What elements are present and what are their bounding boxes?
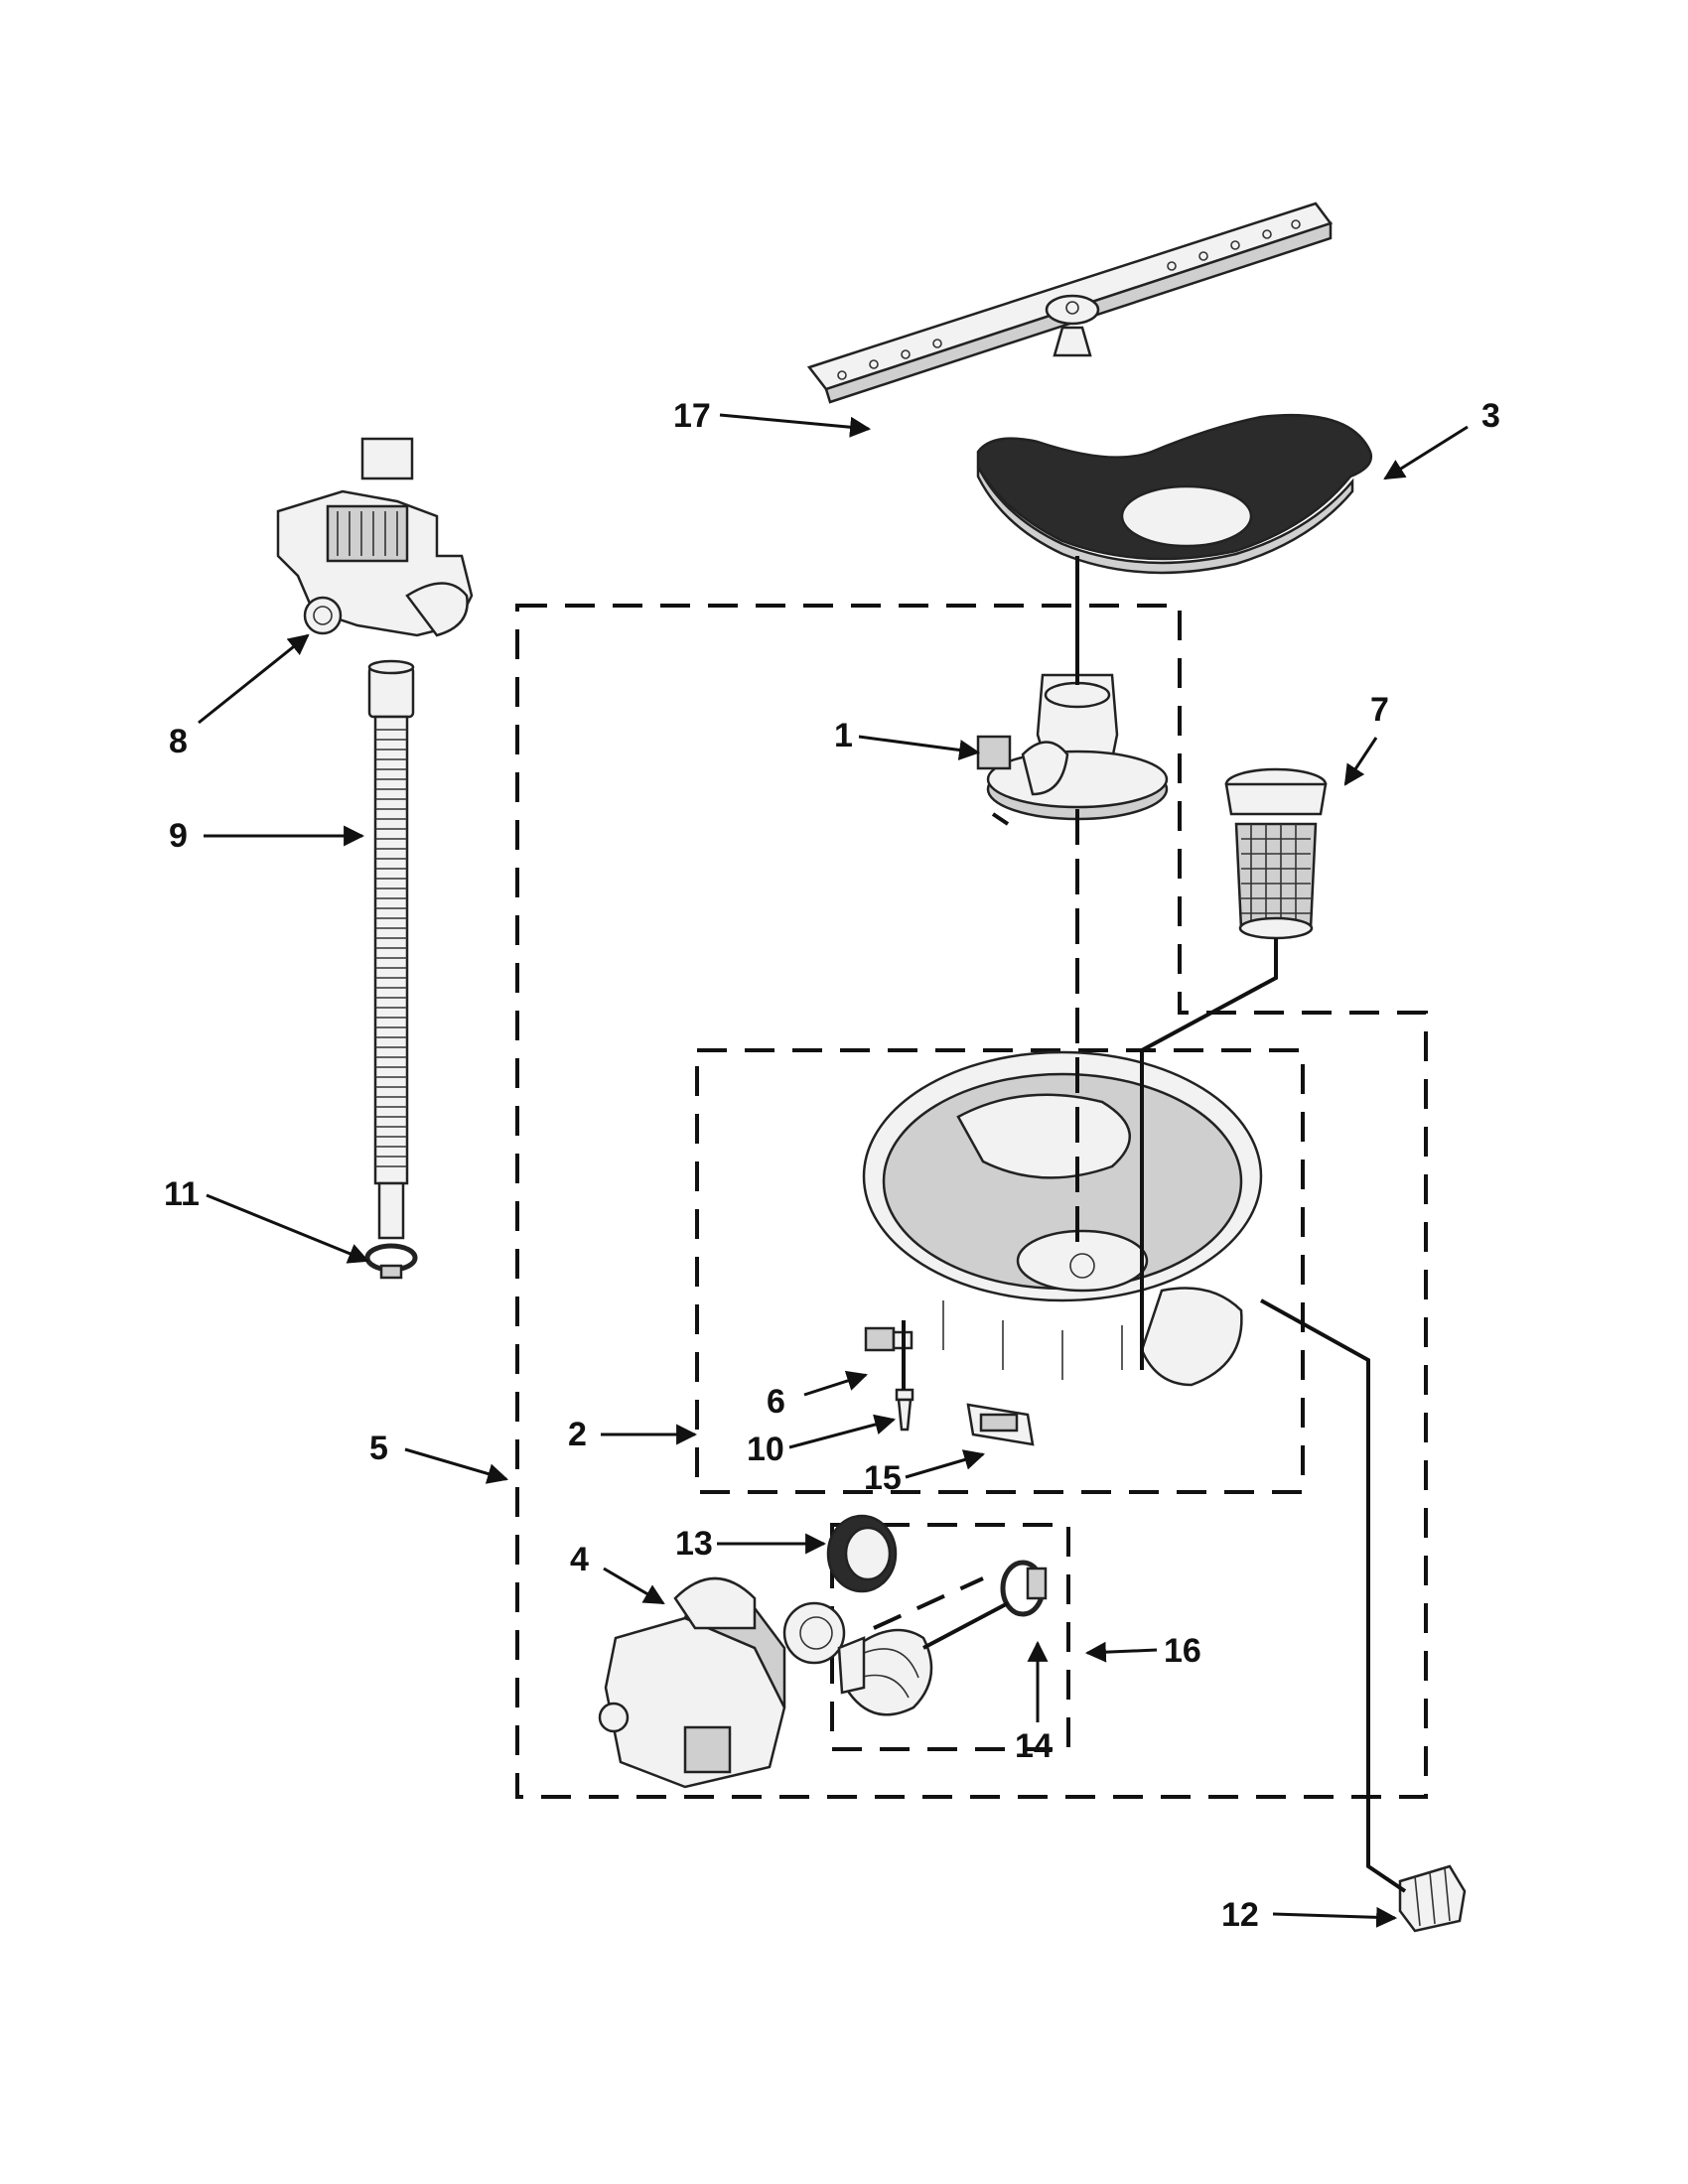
callout-13: 13: [675, 1525, 713, 1563]
part-17-spray-arm[interactable]: [806, 202, 1334, 404]
assembly-boundaries: [515, 604, 1428, 1799]
part-2-sump-assembly[interactable]: [862, 1050, 1263, 1387]
assembly-5-boundary: [515, 604, 1428, 1799]
sump-to-connector-wire: [1260, 1298, 1407, 1893]
part-9-drain-hose[interactable]: [367, 659, 415, 1240]
part-13-seal[interactable]: [826, 1514, 898, 1593]
callout-10: 10: [747, 1431, 784, 1468]
callout-1: 1: [834, 717, 853, 754]
callout-16: 16: [1164, 1632, 1201, 1670]
part-11-hose-clamp[interactable]: [364, 1243, 418, 1280]
part-8-drain-pump[interactable]: [276, 437, 474, 637]
callout-9: 9: [169, 817, 188, 855]
connection-lines: [873, 556, 1407, 1893]
part-10-screw[interactable]: [895, 1388, 914, 1432]
callout-11: 11: [164, 1175, 200, 1213]
part-15-connector[interactable]: [966, 1403, 1035, 1446]
callout-2: 2: [568, 1416, 587, 1453]
callout-8: 8: [169, 723, 188, 760]
callout-leaders: [198, 413, 1469, 1928]
callout-5: 5: [369, 1430, 388, 1467]
callout-labels: 17 3 8 9 1 7 11 5 2 6 10 15 13 4 16 14 1…: [164, 397, 1500, 1934]
callout-3: 3: [1481, 397, 1500, 435]
filter-to-sump-line: [1140, 938, 1278, 1370]
part-16-hose-elbow[interactable]: [837, 1628, 933, 1716]
part-3-filter-shield[interactable]: [976, 413, 1373, 575]
callout-6: 6: [767, 1383, 785, 1421]
callout-14: 14: [1015, 1727, 1053, 1765]
part-4-pump-motor[interactable]: [598, 1576, 846, 1789]
callout-4: 4: [570, 1541, 589, 1578]
elbow-to-clamp-line: [922, 1601, 1009, 1650]
callout-17: 17: [673, 397, 711, 435]
callout-12: 12: [1221, 1896, 1259, 1934]
part-1-diverter-valve[interactable]: [976, 673, 1169, 826]
assembly-2-boundary: [695, 1048, 1305, 1494]
callout-7: 7: [1370, 691, 1389, 729]
part-7-filter-basket[interactable]: [1224, 767, 1328, 940]
callout-15: 15: [864, 1459, 902, 1497]
assembly-16-boundary: [830, 1523, 1070, 1751]
part-14-hose-clamp[interactable]: [1000, 1560, 1048, 1617]
part-12-wire-connector[interactable]: [1398, 1864, 1467, 1933]
seal-to-clamp-dash: [873, 1576, 984, 1630]
